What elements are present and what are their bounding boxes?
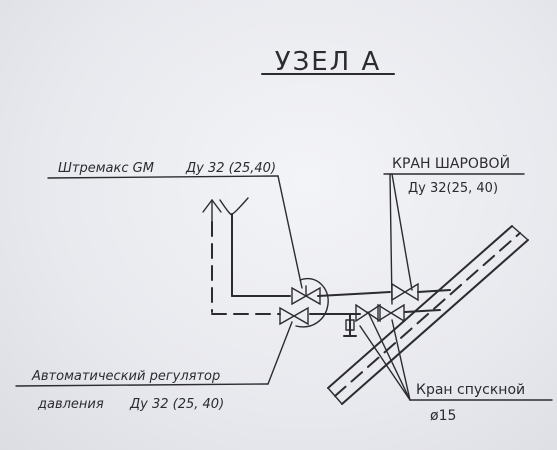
title: УЗЕЛ А (275, 47, 382, 77)
leader-regulator (267, 321, 293, 385)
main-pipe-start-cap (327, 387, 343, 405)
drain-stub-body (345, 319, 355, 331)
label-regulator-line2-size: Ду 32 (25, 40) (129, 397, 224, 412)
main-pipe-lower-edge (341, 239, 529, 405)
regulator-valve-symbol (279, 306, 309, 326)
regulator-circle (295, 277, 329, 328)
main-pipe-upper-edge (327, 225, 513, 389)
main-pipe-end-cap (511, 225, 529, 241)
ball-valve-lower-symbol (377, 303, 405, 323)
label-ball-valve-size: Ду 32(25, 40) (408, 181, 498, 196)
label-regulator-underline (15, 383, 269, 387)
ball-valve-upper-symbol (391, 282, 419, 302)
label-regulator-line1: Автоматический регулятор (31, 369, 220, 384)
supply-riser-fork (219, 197, 249, 216)
supply-pipe-mid (317, 291, 391, 297)
leader-ball-valve-1 (389, 173, 393, 305)
drain-valve-upper-symbol (355, 303, 381, 323)
supply-pipe-right (417, 289, 451, 293)
leader-shtremaks-valve (277, 175, 303, 289)
leader-drain-3 (391, 319, 411, 401)
label-shtremaks-leader (47, 175, 279, 179)
label-regulator-line2-name: давления (37, 397, 104, 412)
shtremaks-valve-symbol (291, 285, 321, 306)
return-pipe-right (404, 309, 441, 313)
label-drain-name: Кран спускной (416, 382, 525, 398)
label-shtremaks-size: Ду 32 (25,40) (185, 161, 276, 176)
label-shtremaks-name: Штремакс GM (58, 161, 154, 176)
leader-drain-1 (359, 325, 411, 401)
label-ball-valve-name: КРАН ШАРОВОЙ (392, 154, 510, 172)
leader-ball-valve-2 (391, 173, 413, 291)
label-drain-size: ø15 (430, 408, 456, 424)
leader-drain-2 (367, 311, 411, 401)
main-pipe-centerline (334, 232, 521, 397)
